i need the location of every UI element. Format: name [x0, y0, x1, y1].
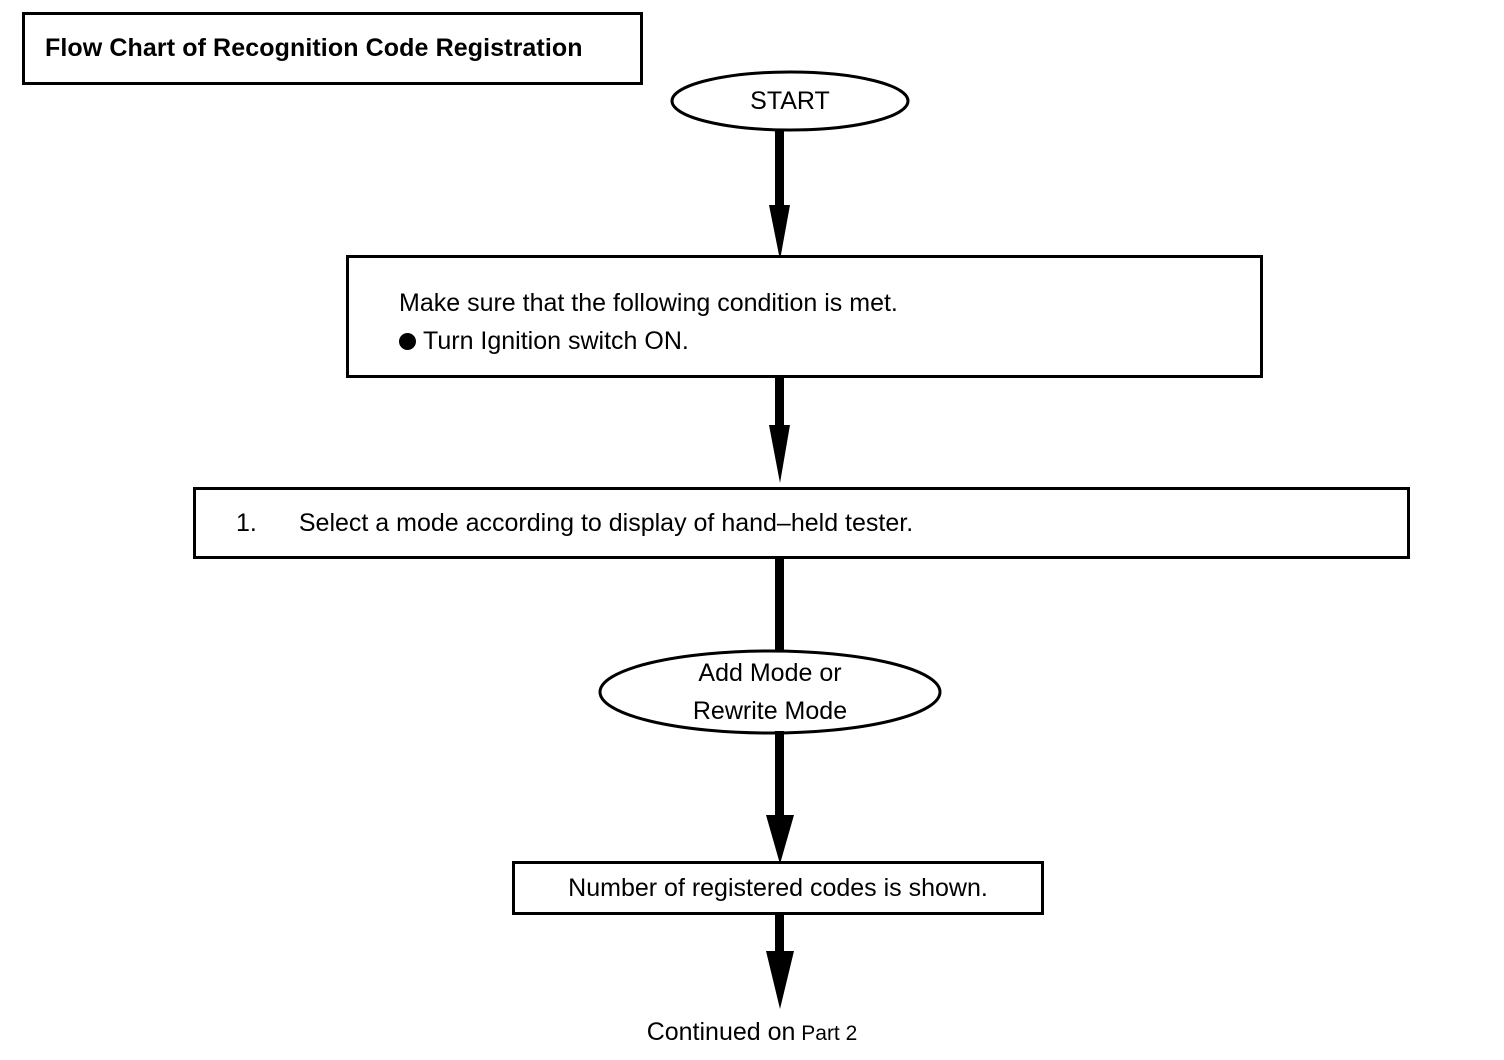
result-process-box: Number of registered codes is shown. — [512, 861, 1044, 915]
mode-decision-label-wrap: Add Mode or Rewrite Mode — [600, 651, 940, 733]
step1-number: 1. — [236, 508, 257, 537]
mode-decision-shape — [598, 649, 942, 735]
mode-decision-line-2: Rewrite Mode — [692, 697, 848, 725]
edge-result-to-continued-stem — [775, 915, 784, 955]
filled-circle-bullet-icon — [399, 333, 416, 350]
condition-process-box: Make sure that the following condition i… — [346, 255, 1263, 378]
edge-start-to-condition-stem — [775, 130, 784, 207]
start-terminator-label: START — [750, 86, 830, 115]
edge-mode-to-result-arrowhead — [766, 815, 794, 864]
chart-title-text: Flow Chart of Recognition Code Registrat… — [45, 34, 583, 62]
continued-part-reference: Part 2 — [795, 1022, 858, 1045]
continued-label: Continued on — [646, 1018, 796, 1046]
condition-line-2: Turn Ignition switch ON. — [423, 327, 689, 355]
edge-step1-to-mode-line — [775, 559, 784, 654]
continued-footer: Continued on Part 2 — [0, 1018, 1504, 1047]
edge-condition-to-step1-stem — [775, 378, 784, 428]
step1-process-box: 1. Select a mode according to display of… — [193, 487, 1410, 559]
condition-line-2-row: Turn Ignition switch ON. — [399, 322, 1260, 360]
condition-line-1: Make sure that the following condition i… — [399, 289, 898, 317]
chart-title-box: Flow Chart of Recognition Code Registrat… — [22, 12, 643, 85]
result-label: Number of registered codes is shown. — [568, 873, 988, 902]
edge-start-to-condition-arrowhead — [769, 205, 790, 260]
edge-condition-to-step1-arrowhead — [769, 425, 790, 483]
mode-decision-line-1: Add Mode or — [698, 659, 842, 687]
edge-result-to-continued-arrowhead — [766, 951, 794, 1009]
step1-label: Select a mode according to display of ha… — [298, 508, 914, 537]
start-terminator-shape — [670, 70, 910, 132]
start-terminator-label-wrap: START — [672, 72, 908, 130]
edge-mode-to-result-stem — [775, 731, 784, 819]
